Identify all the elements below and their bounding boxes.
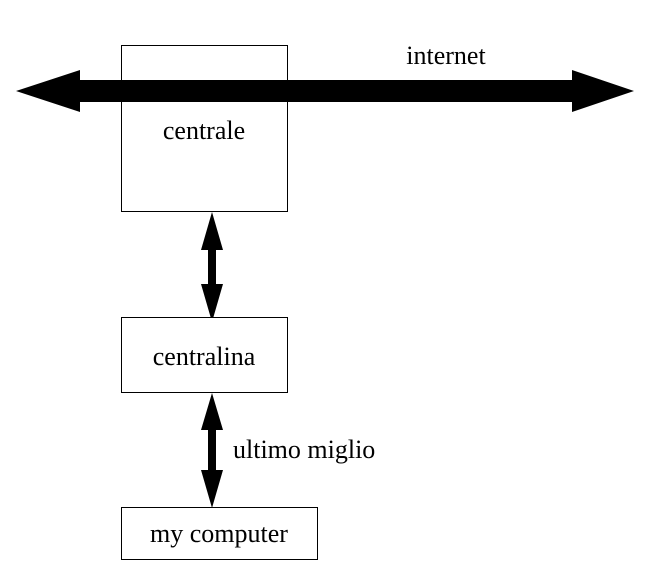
node-centralina-box <box>121 317 288 393</box>
node-centrale-box <box>121 45 288 212</box>
internet-arrow <box>16 70 634 112</box>
edge-internet: internet <box>16 41 634 112</box>
edge-centrale-centralina <box>201 212 223 322</box>
ultimo-miglio-arrow <box>201 393 223 508</box>
node-centralina-label: centralina <box>153 342 256 371</box>
edge-ultimo-miglio-label: ultimo miglio <box>233 435 375 464</box>
node-my-computer-label: my computer <box>150 519 288 548</box>
node-my-computer: my computer <box>121 507 318 560</box>
edge-ultimo-miglio: ultimo miglio <box>201 393 375 508</box>
edge-internet-label: internet <box>406 41 486 70</box>
node-centrale: centrale <box>121 45 288 212</box>
node-my-computer-box <box>121 507 318 560</box>
node-centralina: centralina <box>121 317 288 393</box>
centrale-centralina-arrow <box>201 212 223 322</box>
node-centrale-label: centrale <box>163 116 245 145</box>
